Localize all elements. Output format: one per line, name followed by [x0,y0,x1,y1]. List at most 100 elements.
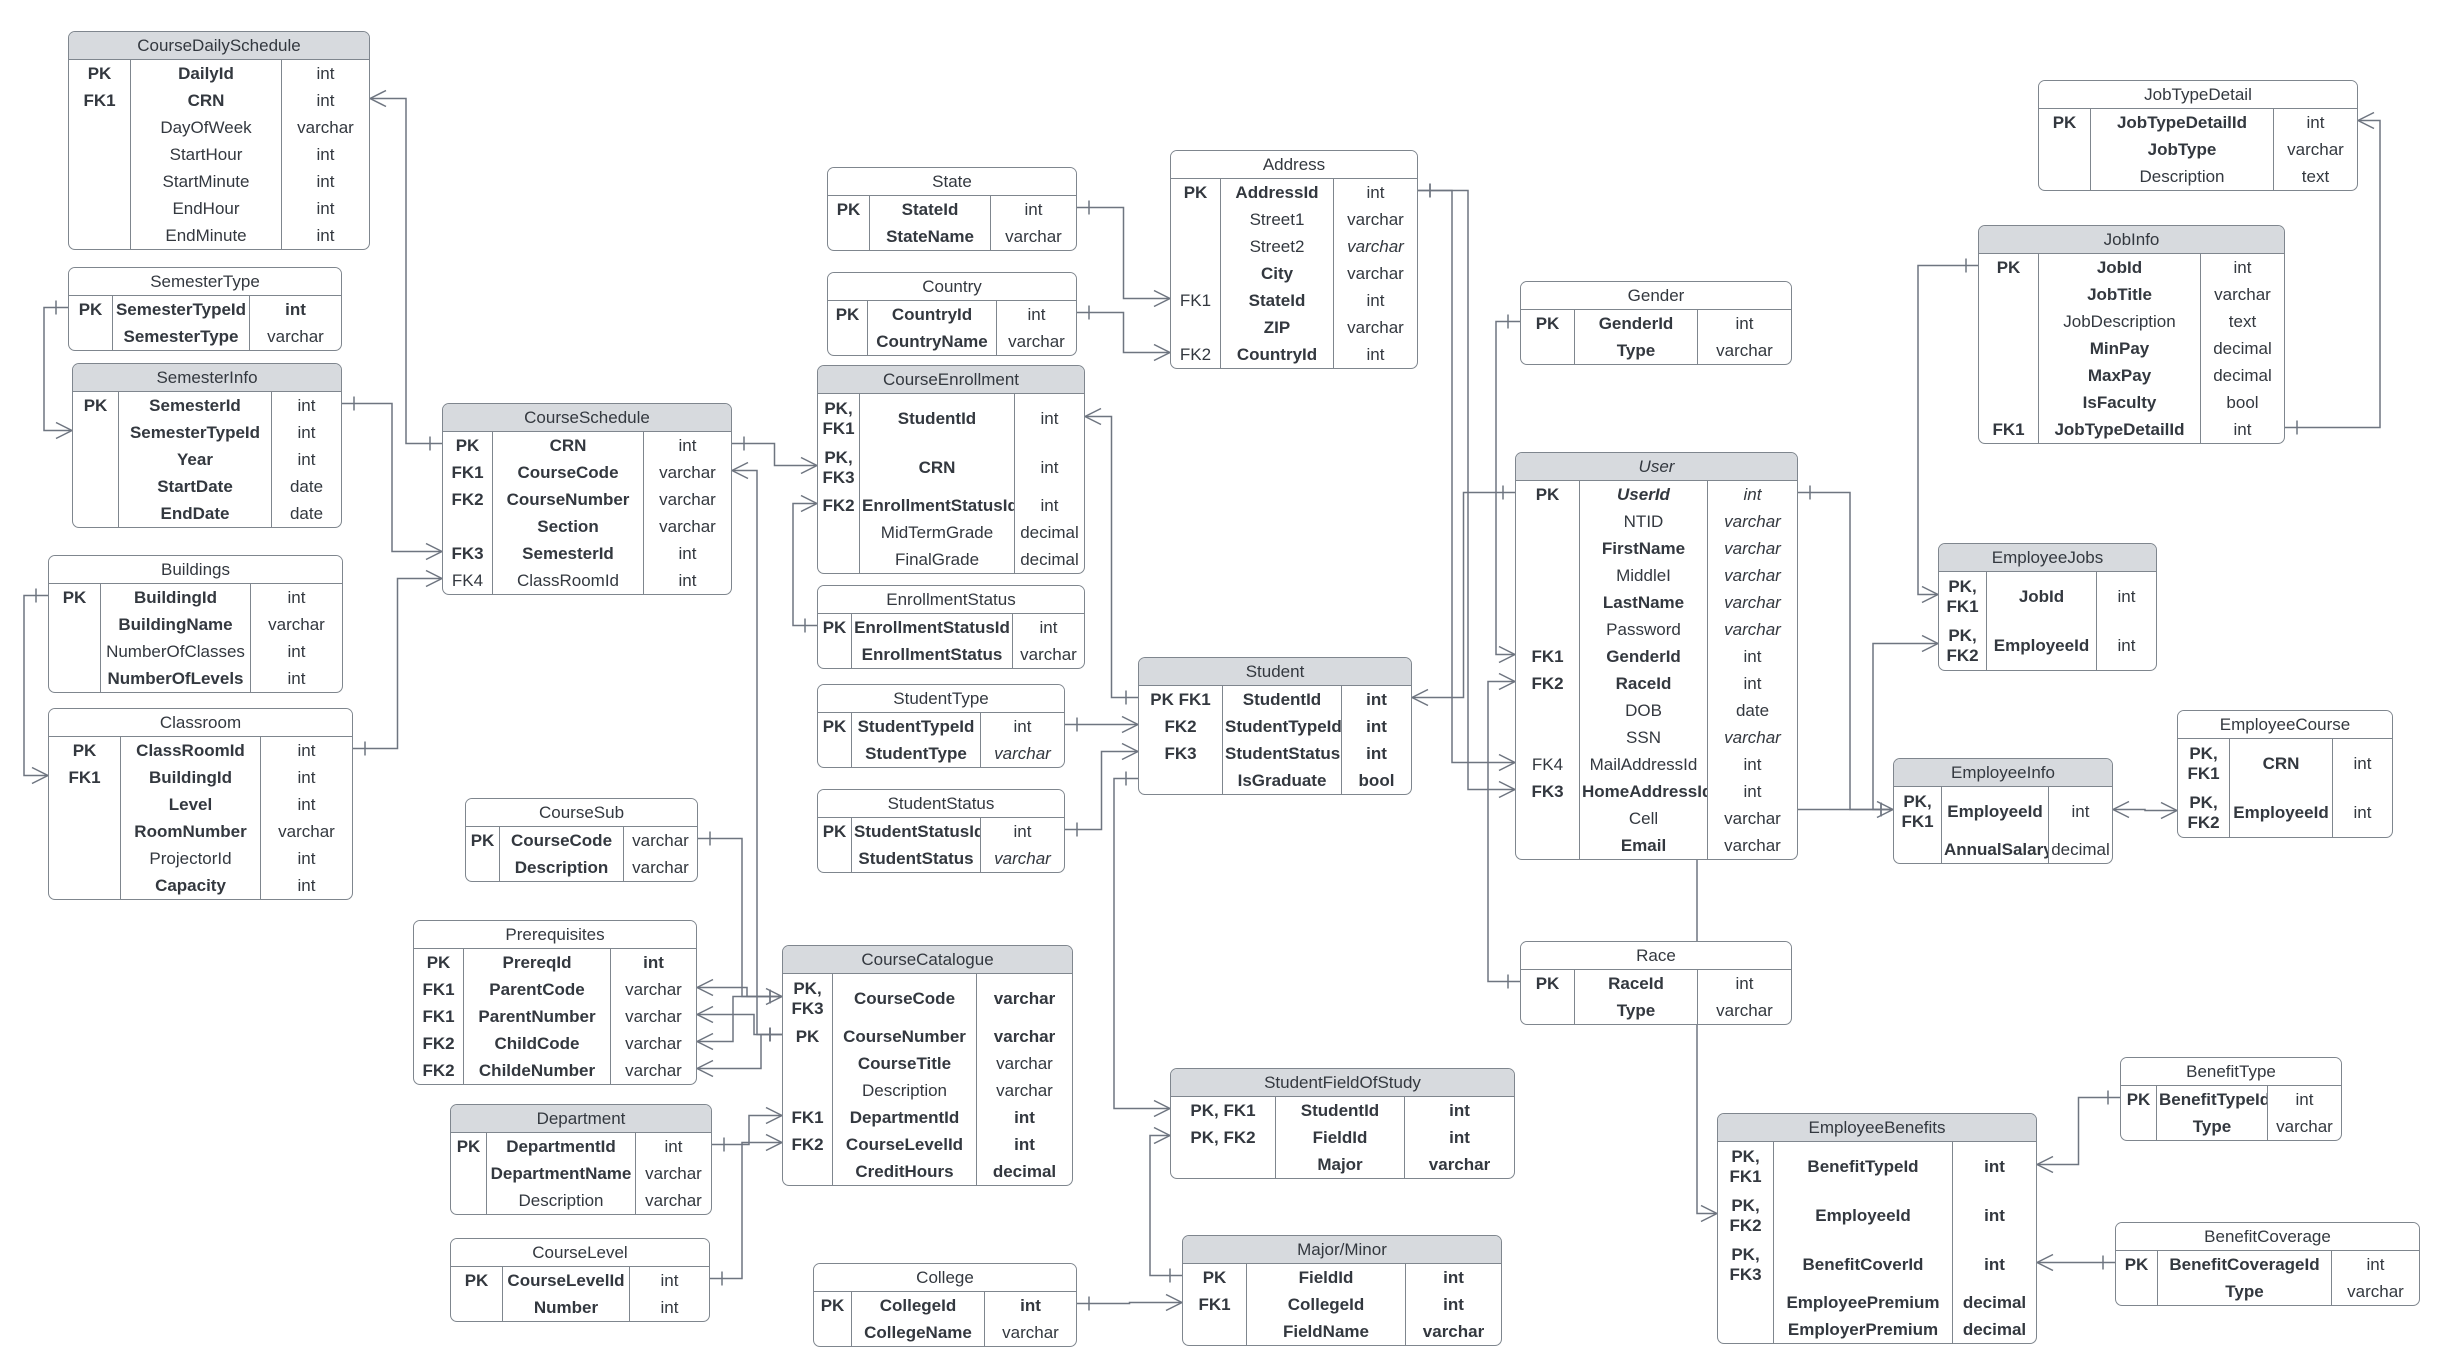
table-title: CourseLevel [451,1239,709,1267]
field-name: FinalGrade [894,549,980,569]
field-key [49,638,101,665]
field-name: CRN [918,457,956,477]
field-type: int [249,296,341,323]
field-type: int [1333,287,1417,314]
field-name: City [1260,263,1294,283]
field-name: FieldId [1298,1267,1354,1287]
field-type: varchar [610,976,696,1003]
field-name: ZIP [1263,317,1291,337]
field-name: RaceId [1615,673,1672,693]
field-type: int [1404,1097,1514,1124]
field-type: int [2096,572,2156,621]
field-key: PK, FK2 [2178,788,2230,837]
field-type: varchar [976,1023,1072,1050]
field-type: int [1341,740,1411,767]
table-title: StudentFieldOfStudy [1171,1069,1514,1097]
field-key [451,1294,503,1321]
field-key: FK3 [443,540,493,567]
field-name: StudentStatus [858,848,974,868]
field-key: FK2 [783,1131,833,1158]
field-key [73,473,119,500]
field-key: PK, FK1 [1939,572,1987,621]
field-type: varchar [980,740,1064,767]
field-name: StudentStatusId [854,821,980,841]
field-key: PK [49,737,121,764]
field-type: varchar [1405,1318,1501,1345]
field-type: int [260,737,352,764]
field-type: int [281,168,369,195]
field-name: DepartmentId [506,1136,616,1156]
field-name: Year [177,449,213,469]
field-name: CollegeId [1287,1294,1365,1314]
field-type: int [250,665,342,692]
field-name: JobType [2147,139,2217,159]
field-key [1718,1289,1774,1316]
field-name: EnrollmentStatus [861,644,1003,664]
field-type: int [1707,751,1797,778]
field-name: JobDescription [2063,311,2176,331]
field-key [2121,1113,2157,1140]
field-name: StudentType [865,743,967,763]
field-key: FK3 [1139,740,1223,767]
field-key [49,818,121,845]
field-key: PK [828,301,868,328]
field-type: int [1404,1124,1514,1151]
field-key [1979,362,2039,389]
table-title: State [828,168,1076,196]
field-type: int [271,419,341,446]
field-key: PK [828,196,870,223]
field-name: CourseLevelId [507,1270,625,1290]
field-name: StateName [886,226,974,246]
field-type: varchar [980,845,1064,872]
